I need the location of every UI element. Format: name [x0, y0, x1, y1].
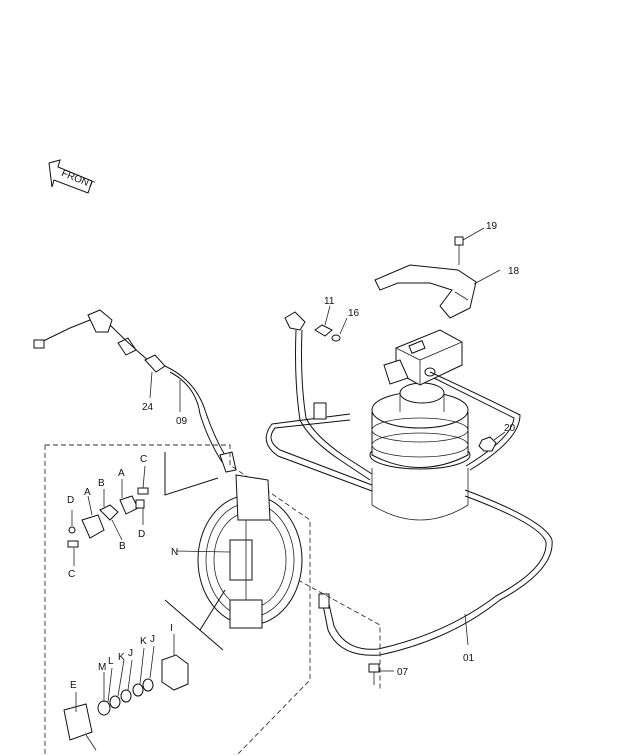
callout-09: 09 — [176, 416, 188, 427]
callout-A-upper: A — [118, 468, 125, 479]
callout-K-right: K — [140, 636, 147, 647]
callout-16: 16 — [348, 308, 360, 319]
engine-body — [369, 382, 471, 521]
callout-B-lower: B — [119, 541, 126, 552]
callout-labels: 19 18 11 16 20 24 09 01 07 A A B B C C D… — [67, 221, 520, 691]
front-arrow: FRONT — [48, 159, 96, 194]
callout-24: 24 — [142, 402, 154, 413]
callout-18: 18 — [508, 266, 520, 277]
callout-20: 20 — [504, 423, 516, 434]
callout-I: I — [170, 623, 173, 634]
callout-07: 07 — [397, 667, 409, 678]
callout-B-upper: B — [98, 478, 105, 489]
bracket-18 — [374, 264, 477, 319]
nut-20 — [478, 431, 506, 452]
callout-M: M — [98, 662, 106, 673]
callout-19: 19 — [486, 221, 498, 232]
hose-09-assembly — [33, 309, 237, 473]
clamp-parts-upper — [67, 465, 149, 566]
leader-lines — [464, 269, 501, 646]
callout-D-left: D — [67, 495, 74, 506]
callout-N: N — [171, 547, 178, 558]
callout-C-upper: C — [140, 454, 147, 465]
detail-boundary — [44, 444, 381, 756]
callout-J-left: J — [128, 648, 133, 659]
callout-J-right: J — [150, 634, 155, 645]
callout-C-lower: C — [68, 569, 75, 580]
switch-box — [383, 329, 463, 386]
detail-brackets — [164, 452, 226, 651]
callout-A-left: A — [84, 487, 91, 498]
callout-01: 01 — [463, 653, 475, 664]
hoses — [265, 329, 553, 656]
callout-E: E — [70, 680, 77, 691]
hose-reel — [175, 474, 303, 629]
callout-L: L — [108, 656, 114, 667]
callout-K-left: K — [118, 652, 125, 663]
washer-16 — [331, 317, 348, 342]
callout-11: 11 — [324, 296, 335, 307]
fitting-11 — [314, 305, 333, 337]
elbow-fitting — [284, 311, 306, 331]
callout-D-right: D — [138, 529, 145, 540]
fitting-parts-lower — [63, 634, 189, 751]
bolt-19 — [454, 227, 485, 265]
bolt-07 — [368, 663, 394, 685]
